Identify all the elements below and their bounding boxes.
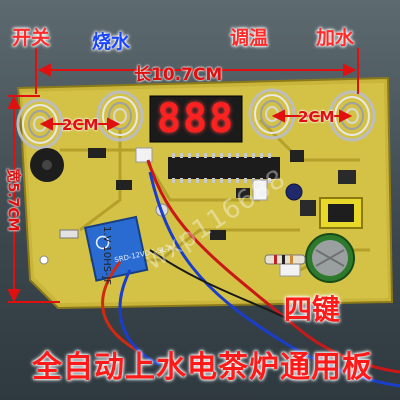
width-dimension: 宽5.7CM (4, 168, 21, 232)
spacing-left-dimension: 2CM (62, 116, 99, 134)
add-water-key-label: 加水 (316, 27, 355, 49)
power-key-label: 开关 (12, 27, 51, 49)
seven-segment-display: 888 (156, 96, 236, 142)
boil-key-label: 烧水 (92, 31, 131, 53)
key-count-caption: 四键 (284, 293, 341, 326)
temp-key-label: 调温 (230, 27, 269, 49)
length-dimension: 长10.7CM (134, 65, 223, 85)
product-title-caption: 全自动上水电茶炉通用板 (32, 350, 373, 385)
board-model-text: 1.V 10HS-JF (101, 226, 112, 285)
spacing-right-dimension: 2CM (298, 108, 335, 126)
